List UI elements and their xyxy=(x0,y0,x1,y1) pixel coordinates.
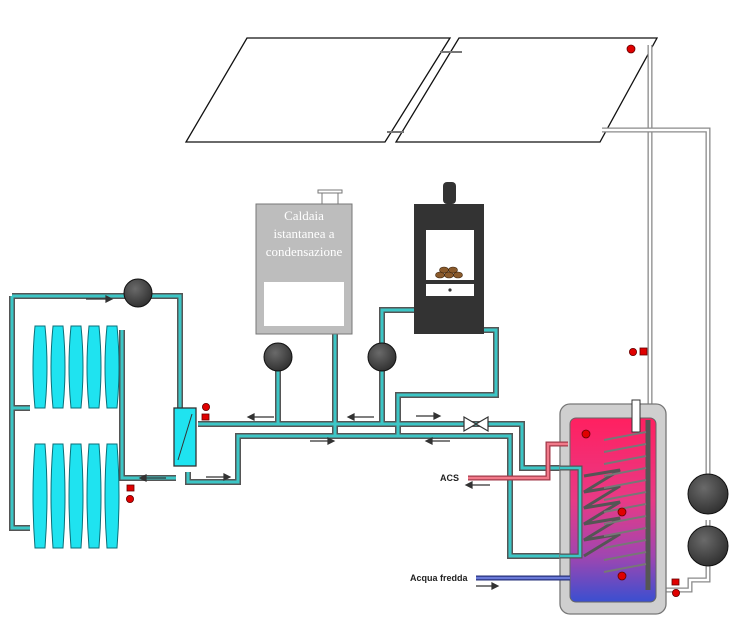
gate-valve-icon xyxy=(463,415,489,433)
pump-radiator-circuit xyxy=(123,278,153,308)
tank-sensor-bottom xyxy=(617,571,627,581)
solar-collector-left xyxy=(184,37,452,143)
radiator-lower xyxy=(32,443,120,549)
sensor-solar-inlet xyxy=(671,578,681,598)
solar-collector-right xyxy=(394,37,659,143)
dhw-outlet-pipe xyxy=(468,441,568,481)
pellet-fuel-icon xyxy=(435,266,463,279)
boiler-label-line3: condensazione xyxy=(266,244,343,259)
boiler-label-line1: Caldaia xyxy=(284,208,324,223)
condensing-boiler: Caldaia istantanea a condensazione xyxy=(255,189,353,335)
acs-label: ACS xyxy=(440,473,459,483)
tank-heating-coil xyxy=(583,468,621,558)
plate-heat-exchanger xyxy=(173,407,197,467)
tank-solar-coil xyxy=(603,431,647,573)
collector-sensor xyxy=(626,44,636,54)
flow-arrow-icon xyxy=(86,295,500,590)
pump-boiler xyxy=(263,342,293,372)
cold-water-label: Acqua fredda xyxy=(410,573,469,583)
sensor-exchanger-primary xyxy=(201,402,210,421)
radiator-upper xyxy=(32,325,120,409)
tank-sensor-middle xyxy=(617,507,627,517)
boiler-label-line2: istantanea a xyxy=(274,226,335,241)
heating-pipes xyxy=(9,293,560,559)
tank-coil-pipes xyxy=(560,420,651,590)
tank-sensor-top xyxy=(581,429,591,439)
pump-stove xyxy=(367,342,397,372)
pump-solar-upper xyxy=(687,473,729,515)
sensor-exchanger-secondary xyxy=(126,484,135,503)
sensor-solar-return xyxy=(629,347,648,356)
pellet-stove xyxy=(414,182,484,334)
pump-solar-lower xyxy=(687,525,729,567)
